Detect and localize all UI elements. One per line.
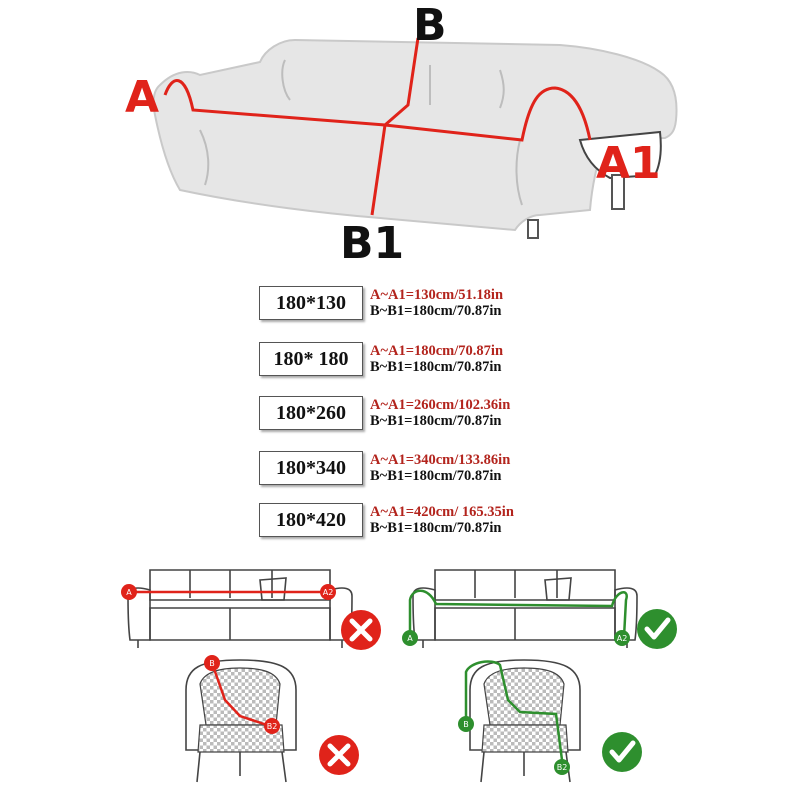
label-a: A xyxy=(125,72,159,123)
marker-b2-label: B2 xyxy=(557,763,568,772)
chair-back-cushion xyxy=(483,667,565,726)
chair-seat-cushion xyxy=(197,724,285,753)
marker-a-label: A xyxy=(407,634,413,643)
sofa-pillow xyxy=(544,577,572,601)
label-a1: A1 xyxy=(596,138,661,189)
marker-b-label: B xyxy=(463,720,469,729)
size-badge: 180*130 xyxy=(259,286,363,320)
size-a-dimension: A~A1=130cm/51.18in xyxy=(370,287,504,303)
right-icon xyxy=(602,732,642,772)
sofa-wrong-example xyxy=(127,569,353,648)
chair-wrong-example xyxy=(185,659,297,783)
sofa-feet xyxy=(422,640,628,648)
sofa-pillow xyxy=(259,577,287,601)
size-b-dimension: B~B1=180cm/70.87in xyxy=(370,303,502,319)
marker-a2 xyxy=(320,584,336,600)
sofa-seat xyxy=(434,607,616,641)
marker-b2 xyxy=(554,759,570,775)
marker-b2 xyxy=(264,718,280,734)
size-row: 180*260 A~A1=260cm/102.36in B~B1=180cm/7… xyxy=(259,396,739,436)
size-b-dimension: B~B1=180cm/70.87in xyxy=(370,359,502,375)
size-badge: 180*340 xyxy=(259,451,363,485)
size-badge: 180*260 xyxy=(259,396,363,430)
size-a-dimension: A~A1=180cm/70.87in xyxy=(370,343,504,359)
size-b-dimension: B~B1=180cm/70.87in xyxy=(370,413,502,429)
sofa-back-divider xyxy=(189,570,273,598)
size-row: 180*420 A~A1=420cm/ 165.35in B~B1=180cm/… xyxy=(259,503,739,543)
size-b-dimension: B~B1=180cm/70.87in xyxy=(370,468,502,484)
size-row: 180*130 A~A1=130cm/51.18in B~B1=180cm/70… xyxy=(259,286,739,326)
measure-line-wrong-chair xyxy=(210,662,271,728)
sofa-fold-lines xyxy=(199,59,523,206)
marker-a2-label: A2 xyxy=(323,588,334,597)
sofa-cover-measurement-diagram: A A1 B B1 xyxy=(125,0,678,269)
chair-legs xyxy=(196,751,287,783)
sofa-leg-right xyxy=(611,174,625,210)
size-a-dimension: A~A1=340cm/133.86in xyxy=(370,452,511,468)
wrong-icon xyxy=(341,610,381,650)
sofa-seat xyxy=(149,607,331,641)
measurement-examples: A A2 A A2 B B2 xyxy=(121,569,677,783)
marker-a xyxy=(402,630,418,646)
measure-line-right-sofa xyxy=(408,589,628,638)
sofa-arm-right xyxy=(614,587,638,641)
label-b1: B1 xyxy=(340,218,404,269)
size-a-dimension: A~A1=420cm/ 165.35in xyxy=(370,504,514,520)
measure-line-a-a1 xyxy=(163,79,592,142)
marker-b-label: B xyxy=(209,659,215,668)
marker-a2 xyxy=(614,630,630,646)
measure-line-right-chair xyxy=(464,660,564,766)
right-icon xyxy=(637,609,677,649)
size-row: 180*340 A~A1=340cm/133.86in B~B1=180cm/7… xyxy=(259,451,739,491)
chair-seat-cushion xyxy=(481,724,569,753)
sofa-back xyxy=(149,569,331,601)
sofa-back-divider xyxy=(474,570,558,598)
marker-b2-label: B2 xyxy=(267,722,278,731)
sofa-right-example xyxy=(412,569,638,648)
size-badge: 180* 180 xyxy=(259,342,363,376)
sofa-cover-shape xyxy=(152,38,678,232)
size-row: 180* 180 A~A1=180cm/70.87in B~B1=180cm/7… xyxy=(259,342,739,382)
chair-right-example xyxy=(469,659,581,783)
size-a-dimension: A~A1=260cm/102.36in xyxy=(370,397,511,413)
sofa-cover-right-arm-flap xyxy=(578,130,662,180)
sofa-back xyxy=(434,569,616,601)
marker-a xyxy=(121,584,137,600)
label-b: B xyxy=(413,0,447,51)
sofa-feet xyxy=(137,640,343,648)
marker-a-label: A xyxy=(126,588,132,597)
marker-a2-label: A2 xyxy=(617,634,628,643)
sofa-leg-center xyxy=(527,219,539,239)
wrong-icon xyxy=(319,735,359,775)
measure-line-b-b1 xyxy=(370,37,420,216)
size-b-dimension: B~B1=180cm/70.87in xyxy=(370,520,502,536)
size-badge: 180*420 xyxy=(259,503,363,537)
marker-b xyxy=(204,655,220,671)
marker-b xyxy=(458,716,474,732)
